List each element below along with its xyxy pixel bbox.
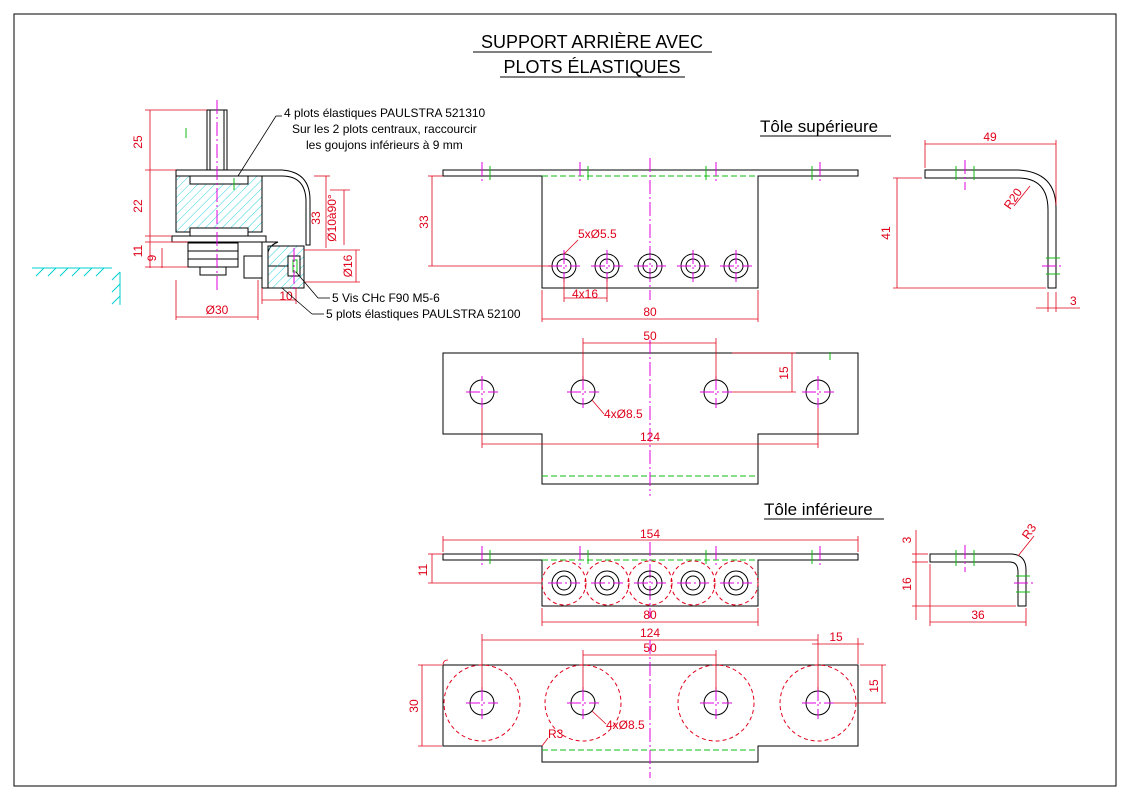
small-hole (720, 250, 752, 282)
mount-hole (567, 376, 599, 408)
lower-plate-plan: 124 15 50 30 15 R3 4xØ8.5 (407, 626, 886, 778)
sheet-border (13, 13, 1117, 787)
dim-pitch: 4x16 (572, 287, 598, 301)
note-bottom: 5 plots élastiques PAULSTRA 52100 (326, 307, 521, 321)
dim-holes4: 4xØ8.5 (604, 407, 643, 421)
dim-22: 22 (131, 199, 145, 213)
note-screws: 5 Vis CHc F90 M5-6 (332, 291, 440, 305)
hex-nut (187, 242, 239, 268)
small-hole (591, 250, 623, 282)
section-notes: 4 plots élastiques PAULSTRA 521310 Sur l… (237, 106, 521, 321)
lower-plate-front: 154 11 80 (416, 527, 859, 626)
dim-lower-w80: 80 (643, 608, 657, 622)
mount-hole (466, 376, 498, 408)
dim-phi16: Ø16 (341, 254, 355, 277)
dim-lower-r3: R3 (1019, 521, 1039, 542)
dim-11: 11 (131, 244, 145, 257)
upper-plate-front: 5xØ5.5 4x16 33 80 (417, 158, 859, 322)
dim-10: 10 (279, 289, 293, 303)
dim-33: 33 (309, 211, 323, 225)
dim-lower-r3b: R3 (548, 727, 564, 741)
note-top-2: Sur les 2 plots centraux, raccourcir (292, 122, 477, 136)
dim-lower-h15: 15 (867, 679, 881, 693)
dim-holes5: 5xØ5.5 (578, 227, 617, 241)
upper-plate-profile (175, 169, 311, 246)
lower-side-dimensions: R3 3 16 36 (900, 521, 1039, 626)
small-hole (584, 560, 630, 606)
section-view: 25 22 11 9 33 Ø10à90° Ø16 10 (32, 100, 521, 321)
note-top-3: les goujons inférieurs à 9 mm (306, 138, 463, 152)
small-hole (548, 250, 580, 282)
dim-9: 9 (145, 254, 159, 261)
dim-h15: 15 (777, 366, 791, 380)
dim-lower-holes4: 4xØ8.5 (606, 718, 645, 732)
ground-symbol (32, 267, 121, 305)
dim-c50: 50 (643, 329, 657, 343)
title-block: SUPPORT ARRIÈRE AVEC PLOTS ÉLASTIQUES (473, 32, 712, 78)
small-hole (677, 250, 709, 282)
title-line-1: SUPPORT ARRIÈRE AVEC (481, 32, 703, 52)
dim-side49: 49 (983, 130, 997, 144)
small-hole (541, 560, 587, 606)
dim-h33: 33 (417, 215, 431, 229)
dim-t3: 3 (1070, 294, 1077, 308)
upper-plan-dimensions: 50 15 4xØ8.5 124 (481, 329, 819, 448)
lower-plate-side: R3 3 16 36 (900, 521, 1039, 626)
dim-lower-c124: 124 (640, 626, 660, 640)
dim-w80: 80 (643, 305, 657, 319)
note-top-1: 4 plots élastiques PAULSTRA 521310 (284, 106, 486, 120)
dim-w36: 36 (971, 608, 985, 622)
small-hole (627, 560, 673, 606)
lower-front-dimensions: 154 11 80 (416, 527, 859, 626)
dim-h16: 16 (900, 577, 914, 591)
dim-angle: Ø10à90° (325, 194, 339, 242)
upper-plate-plan: 50 15 4xØ8.5 124 (442, 329, 859, 496)
dim-lower-t3: 3 (900, 536, 914, 543)
dim-c124: 124 (640, 430, 660, 444)
lower-plate-profile (171, 235, 267, 243)
dim-phi30: Ø30 (206, 303, 229, 317)
section-dimensions: 25 22 11 9 33 Ø10à90° Ø16 10 (131, 109, 360, 320)
dim-h11: 11 (416, 563, 430, 576)
upper-plate-label: Tôle supérieure (760, 117, 878, 136)
upper-front-dimensions: 5xØ5.5 4x16 33 80 (417, 175, 759, 322)
dim-w154: 154 (640, 527, 660, 541)
title-line-2: PLOTS ÉLASTIQUES (503, 57, 680, 77)
dim-25: 25 (131, 135, 145, 149)
dim-lower-c50: 50 (643, 641, 657, 655)
dim-w15: 15 (829, 630, 843, 644)
upper-side-dimensions: 49 41 R20 3 (879, 130, 1080, 312)
lower-plate-label: Tôle inférieure (764, 500, 873, 519)
small-hole (670, 560, 716, 606)
dim-r20: R20 (1001, 185, 1025, 211)
mount-hole (700, 376, 732, 408)
dim-h30: 30 (407, 699, 421, 713)
lower-small-hole-row (541, 560, 759, 606)
upper-plan-holes (466, 376, 834, 408)
lower-plan-dimensions: 124 15 50 30 15 R3 4xØ8.5 (407, 626, 886, 747)
rubber-mount (175, 175, 263, 233)
mount-hole (802, 376, 834, 408)
small-hole (634, 253, 666, 279)
small-hole (713, 560, 759, 606)
upper-plate-side: 49 41 R20 3 (879, 130, 1080, 312)
dim-side41: 41 (879, 226, 893, 240)
